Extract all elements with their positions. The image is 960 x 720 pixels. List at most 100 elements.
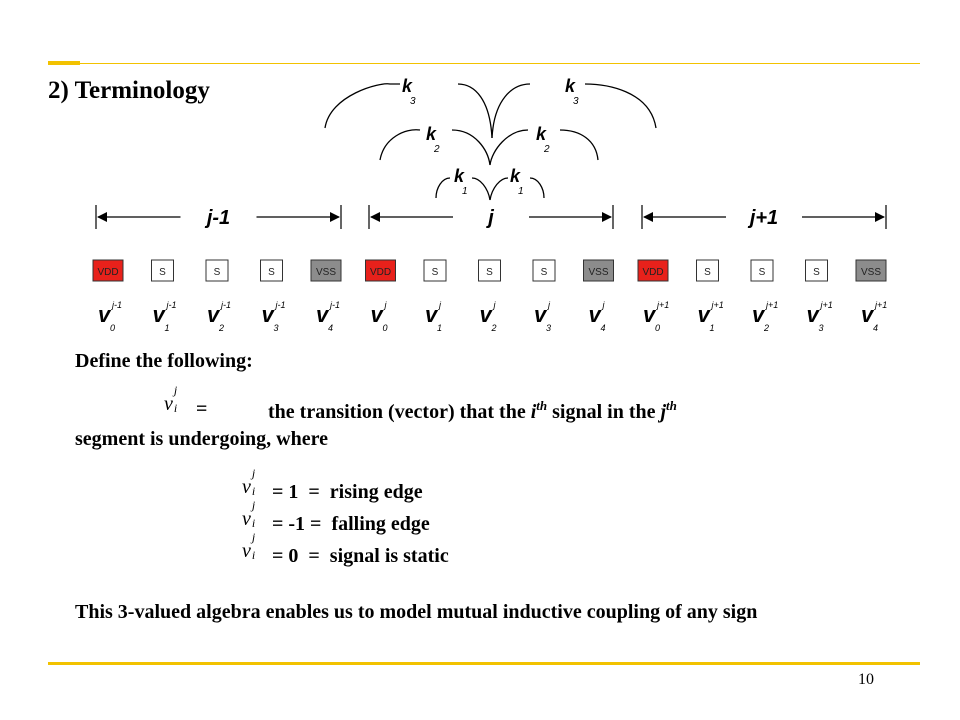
coupling-label-k2: k [426,124,437,144]
wire-v-sup: j-1 [166,300,177,310]
coupling-arc-k3-right-outer [584,83,657,129]
wire-v-sup: j [547,300,551,310]
wire-v-label: v [425,302,439,327]
wire-box-label: VDD [642,267,663,278]
segment-label: j+1 [747,207,778,229]
wire-box-s [260,259,283,282]
wire-v-label: v [153,302,167,327]
wire-v-sub: 4 [601,323,606,333]
wire-v-sub: 1 [710,323,715,333]
coupling-arc-k1-right-outer [529,177,545,199]
wire-v-label: v [643,302,657,327]
wire-v-label: v [207,302,221,327]
wire-v-label: v [752,302,766,327]
closing-paragraph: This 3-valued algebra enables us to mode… [75,601,758,623]
segment-arrowhead-left [643,212,653,222]
coupling-label-k1: k [454,166,465,186]
wire-v-label: v [807,302,821,327]
wire-box-s [696,259,719,282]
coupling-label-sub-3: 3 [410,96,416,107]
coupling-arc-k3-left-outer [324,83,400,129]
definition-equals: = [196,398,208,420]
wire-v-sub: 4 [328,323,333,333]
segment-label: j-1 [204,207,230,229]
coupling-arc-k1-right-inner [489,177,509,201]
wire-v-sup: j+1 [765,300,778,310]
wire-box-vss [310,259,342,282]
wire-box-label: VSS [861,267,881,278]
wire-v-sub: 3 [274,323,279,333]
wire-box-s [532,259,556,282]
wire-v-label: v [589,302,603,327]
wire-v-sub: 3 [546,323,551,333]
wire-box-s [423,259,447,282]
wire-box-label: S [813,267,820,278]
wire-box-label: VDD [97,267,118,278]
segment-arrowhead-left [97,212,107,222]
wire-v-sub: 2 [763,323,769,333]
coupling-arc-k3-left-inner [457,83,493,139]
wire-box-vdd [637,259,669,282]
coupling-arc-k2-left-inner [451,129,491,166]
wire-box-label: S [541,267,548,278]
slide-title: 2) Terminology [48,77,210,104]
wire-v-sup: j+1 [820,300,833,310]
coupling-arc-k2-right-inner [489,129,529,166]
wire-box-label: S [486,267,493,278]
page-number: 10 [858,671,874,688]
wire-box-label: VSS [316,267,336,278]
coupling-arc-k1-left-outer [435,177,451,199]
wire-v-label: v [480,302,494,327]
wire-v-label: v [534,302,548,327]
wire-box-label: S [268,267,275,278]
segment-arrowhead-right [602,212,612,222]
wire-v-sup: j [438,300,442,310]
coupling-arc-k3-right-inner [491,83,531,139]
wire-v-sub: 4 [873,323,878,333]
coupling-label-sub-1: 1 [462,186,468,197]
wire-v-sup: j-1 [111,300,122,310]
wire-v-sub: 2 [491,323,497,333]
wire-box-label: S [759,267,766,278]
wire-v-label: v [861,302,875,327]
coupling-label-sub-3: 3 [573,96,579,107]
wire-box-vdd [92,259,124,282]
segment-arrowhead-right [330,212,340,222]
wire-box-label: S [214,267,221,278]
coupling-label-k3: k [565,76,576,96]
wire-box-s [750,259,774,282]
wire-box-label: S [159,267,166,278]
coupling-arc-k1-left-inner [471,177,491,201]
definition-text: the transition (vector) that the ith sig… [268,398,677,423]
wire-box-s [478,259,501,282]
wire-v-sub: 2 [218,323,224,333]
wire-v-sup: j-1 [329,300,340,310]
wire-v-sub: 0 [110,323,115,333]
wire-v-sub: 3 [819,323,824,333]
wire-v-sup: j [384,300,388,310]
wire-box-vdd [365,259,396,282]
coupling-label-sub-2: 2 [543,144,550,155]
wire-v-sub: 1 [437,323,442,333]
coupling-arc-k2-left-outer [379,129,421,161]
wire-v-sup: j [602,300,606,310]
wire-v-sup: j+1 [656,300,669,310]
wire-v-label: v [98,302,112,327]
wire-box-label: VSS [588,267,608,278]
segment-arrowhead-left [370,212,380,222]
coupling-label-k2: k [536,124,547,144]
wire-v-sup: j+1 [711,300,724,310]
wire-v-sub: 1 [165,323,170,333]
wire-v-label: v [316,302,330,327]
coupling-label-sub-2: 2 [433,144,440,155]
wire-v-sub: 0 [383,323,388,333]
wire-box-s [205,259,229,282]
wire-box-label: S [704,267,711,278]
coupling-arc-k2-right-outer [559,129,599,161]
wire-box-vss [583,259,614,282]
segment-label: j [485,207,494,229]
